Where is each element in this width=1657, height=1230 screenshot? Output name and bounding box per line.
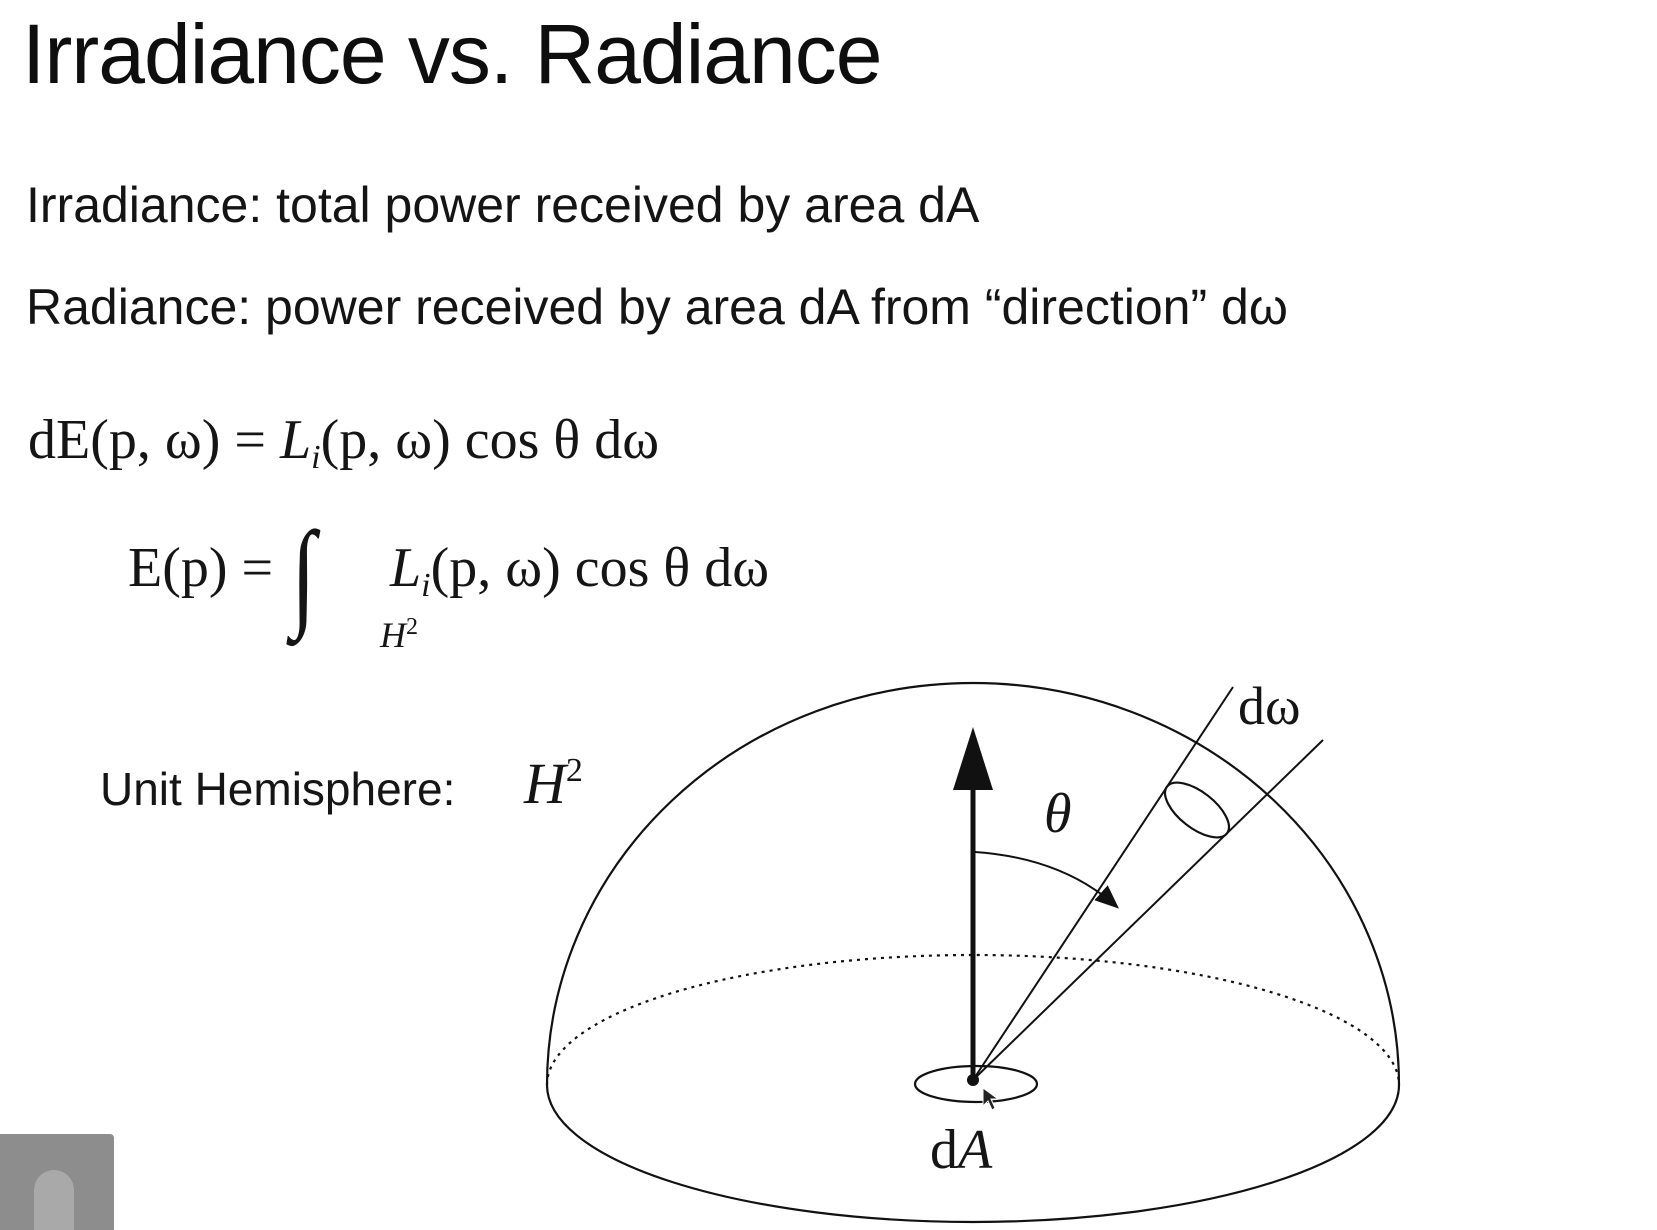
solid-angle-label: dω [1238, 676, 1301, 736]
eq2-radiance-subscript: i [421, 567, 431, 604]
eq1-lhs: dE(p, ω) = [28, 409, 280, 471]
hemisphere-symbol: H2 [524, 751, 583, 816]
area-label: dA [930, 1119, 993, 1181]
hemisphere-base-front [545, 1084, 1401, 1224]
hemisphere-dome [545, 681, 1401, 1086]
integral-domain: H2 [380, 614, 418, 655]
eq1-radiance-symbol: L [279, 409, 312, 471]
webcam-thumbnail [0, 1134, 114, 1230]
cone-edge-right [972, 739, 1324, 1081]
irradiance-definition: Irradiance: total power received by area… [26, 177, 980, 233]
eq2-lhs: E(p) = [128, 537, 288, 599]
hemisphere-label: Unit Hemisphere: [100, 763, 456, 815]
theta-label: θ [1044, 783, 1072, 845]
theta-arc [974, 851, 1119, 909]
solid-angle-cap [1163, 781, 1231, 839]
cone-edge-left [972, 686, 1234, 1081]
area-element-da [913, 1064, 1039, 1104]
slide-title: Irradiance vs. Radiance [22, 7, 882, 101]
eq1-rhs: (p, ω) cos θ dω [320, 409, 660, 471]
eq2-rhs: (p, ω) cos θ dω [430, 537, 770, 599]
normal-arrowhead-icon [953, 727, 993, 790]
mouse-cursor-icon [982, 1087, 1000, 1111]
equation-differential-irradiance: dE(p, ω) = Li(p, ω) cos θ dω [28, 408, 659, 477]
equation-irradiance-integral: E(p) = ∫Li(p, ω) cos θ dω [128, 507, 770, 640]
eq1-radiance-subscript: i [311, 439, 321, 476]
radiance-definition: Radiance: power received by area dA from… [26, 279, 1288, 335]
eq2-radiance-symbol: L [389, 537, 422, 599]
